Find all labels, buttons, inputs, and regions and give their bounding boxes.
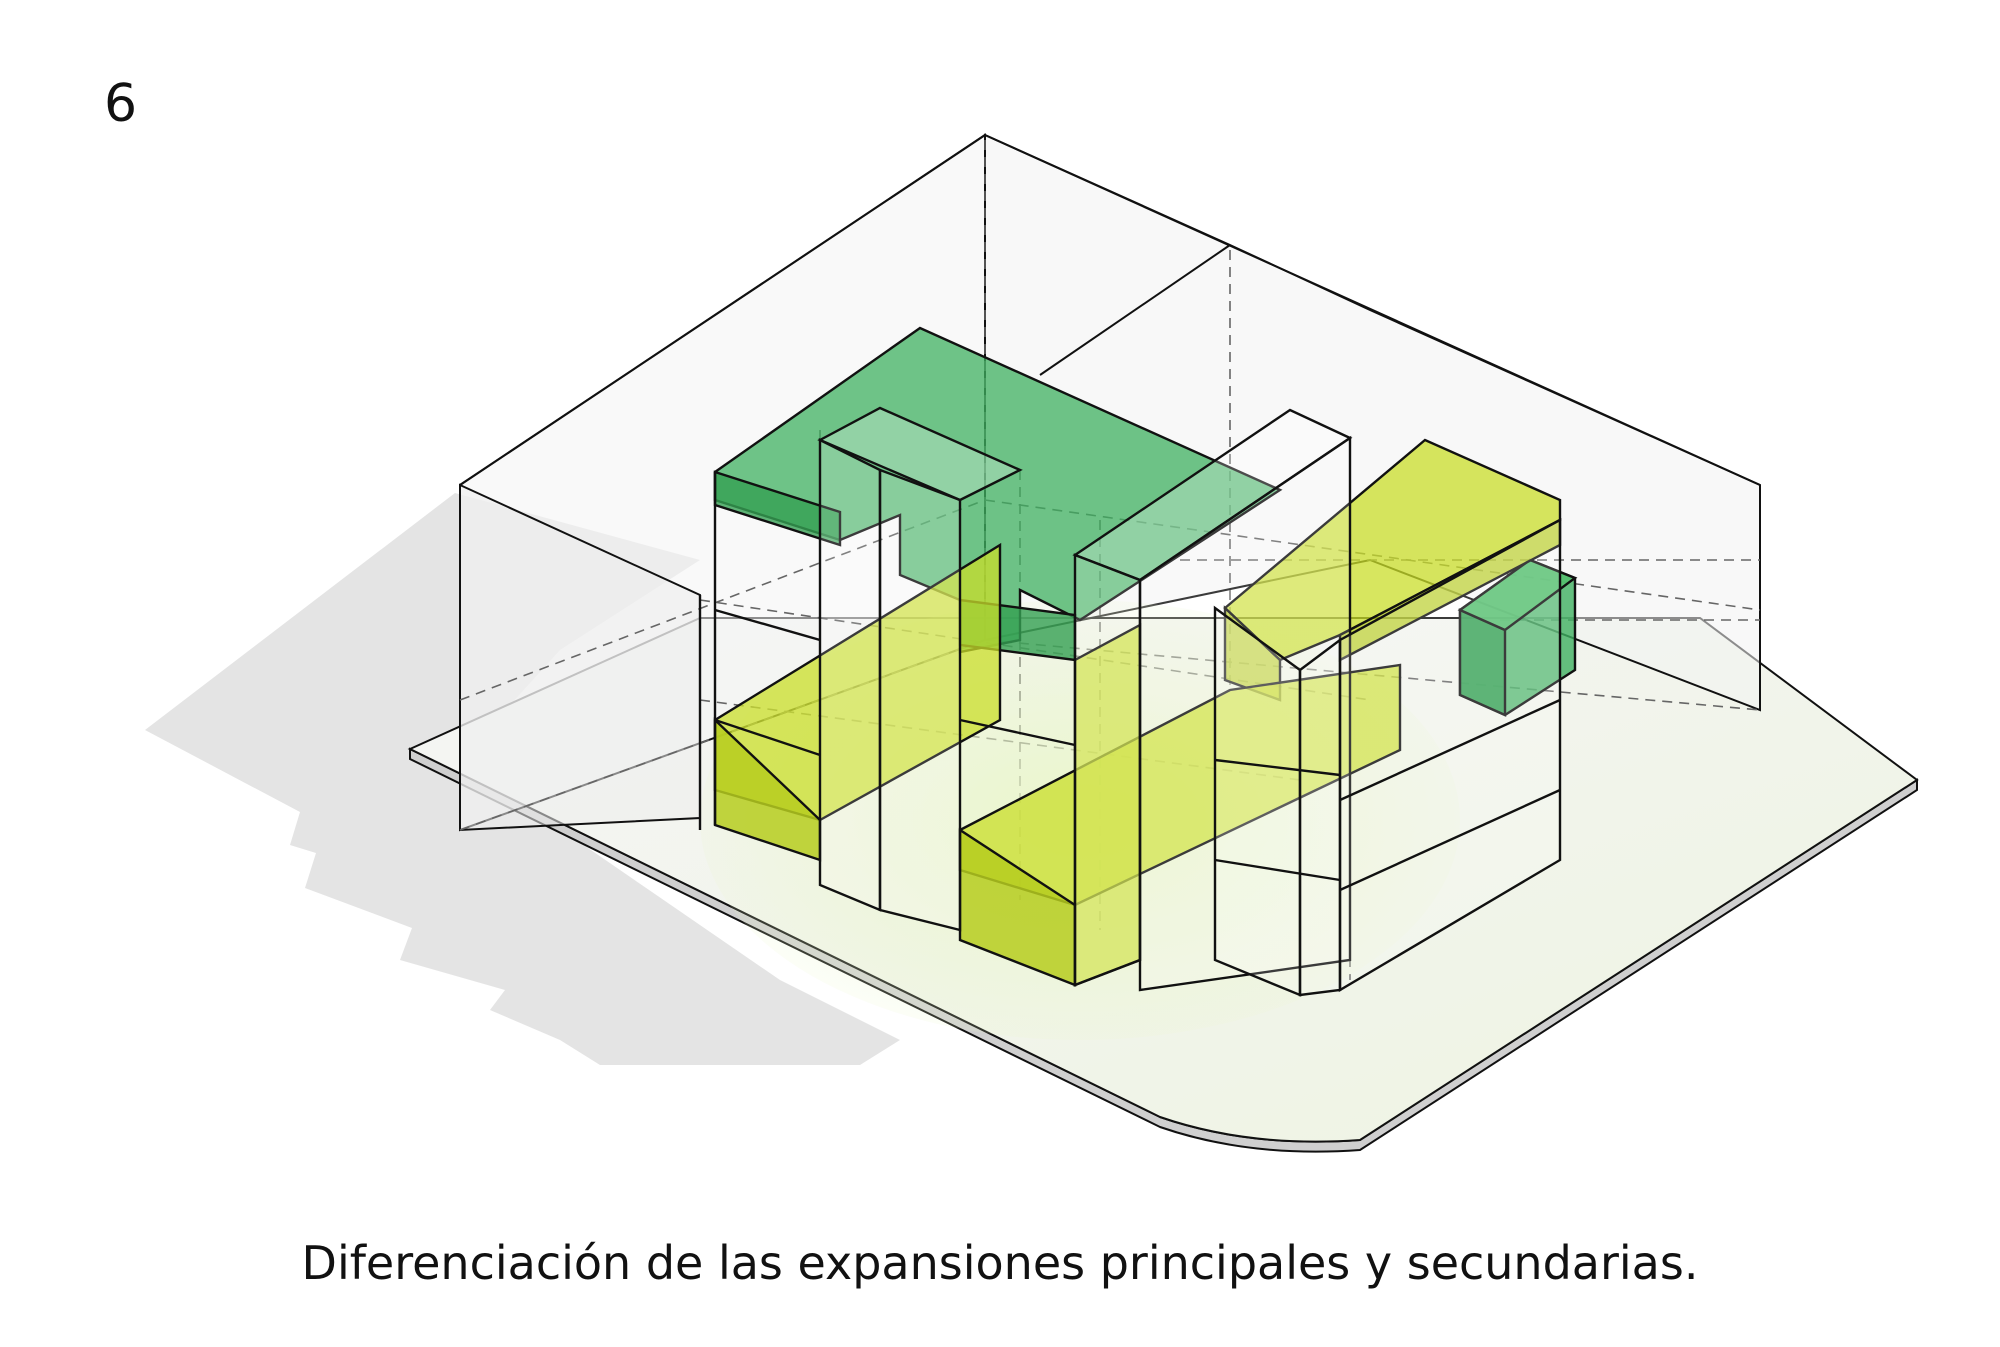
tower-volumes	[698, 406, 1562, 997]
secondary-expansions	[713, 438, 1562, 987]
step-number: 6	[104, 74, 138, 134]
cast-shadow	[145, 493, 900, 1065]
caption: Diferenciación de las expansiones princi…	[301, 1236, 1699, 1290]
